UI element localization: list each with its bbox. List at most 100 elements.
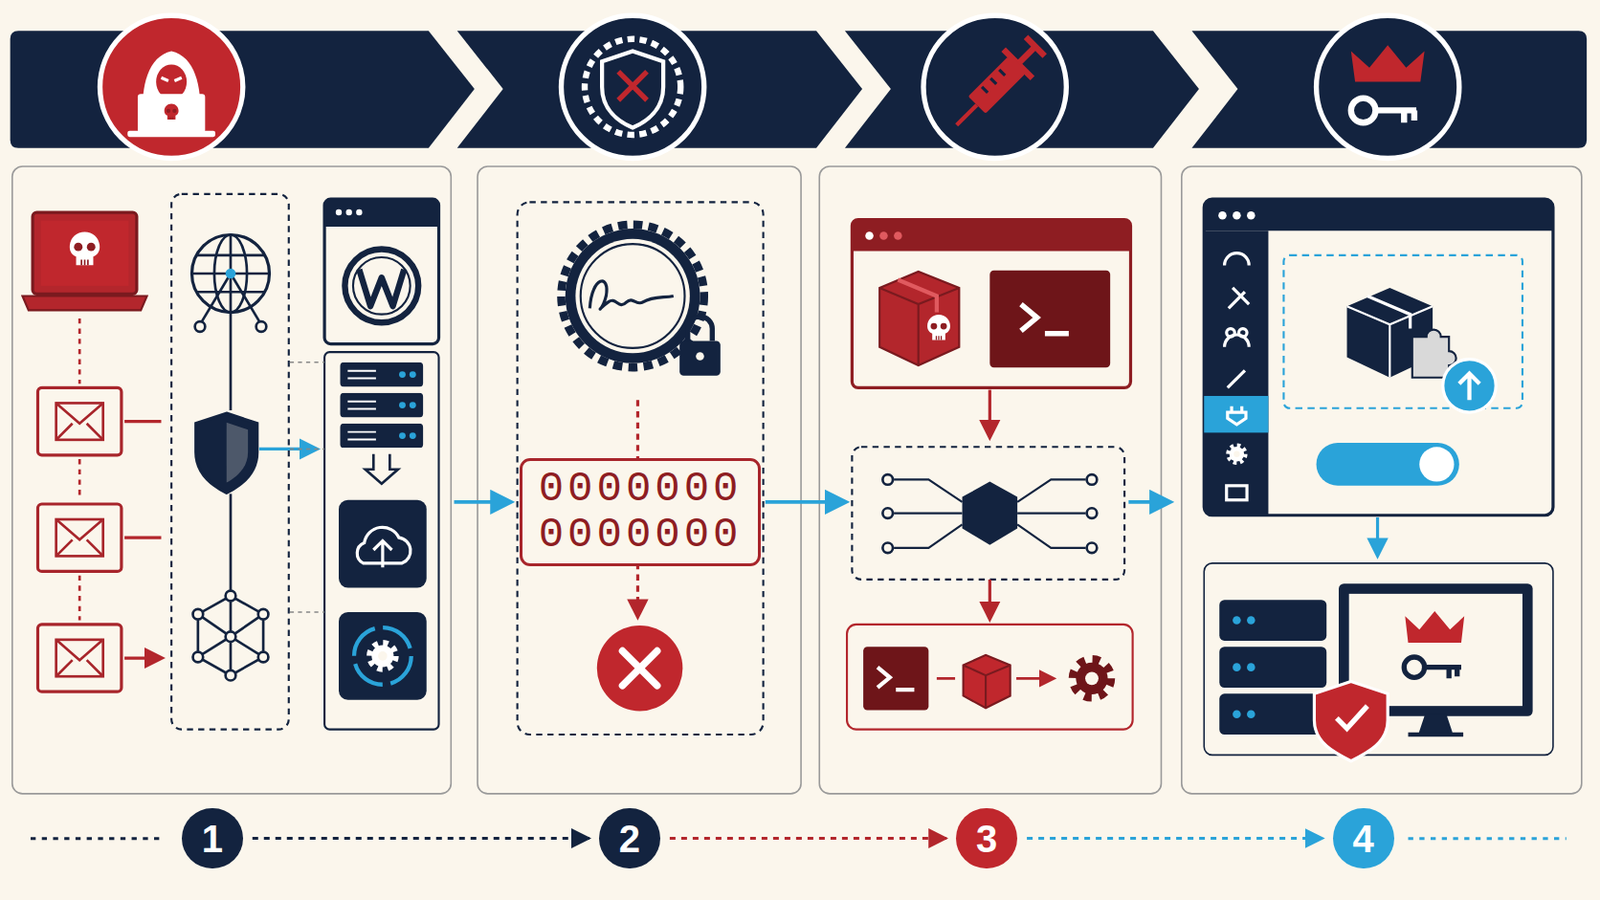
crown-key-icon — [1375, 110, 1417, 123]
step-number: 3 — [955, 808, 1018, 870]
signature-seal — [589, 281, 673, 310]
wordpress-site — [355, 209, 362, 216]
timeline-line — [30, 837, 164, 841]
network-column — [191, 235, 269, 313]
crown-key-icon — [1316, 15, 1460, 158]
malicious-payload — [893, 479, 1086, 548]
wordpress-site — [324, 352, 439, 731]
malicious-payload — [879, 288, 959, 366]
malicious-payload — [851, 220, 1131, 389]
step-number: 1 — [181, 808, 244, 870]
malicious-payload — [882, 474, 893, 486]
malicious-payload — [1087, 474, 1098, 486]
flow-arrow — [1128, 500, 1170, 505]
malicious-payload — [846, 220, 1134, 731]
network-column — [229, 493, 233, 592]
admin-dashboard — [1232, 211, 1242, 221]
admin-dashboard — [1246, 211, 1256, 221]
network-column — [225, 268, 237, 280]
admin-dashboard — [1203, 230, 1268, 516]
admin-dashboard — [1203, 199, 1554, 762]
panel-frame — [12, 166, 452, 795]
admin-dashboard — [1313, 682, 1388, 762]
crown-key-icon — [1351, 98, 1377, 124]
panel-frame — [12, 166, 1582, 795]
broken-shield-icon — [618, 71, 647, 101]
malicious-payload — [879, 271, 959, 366]
broken-shield-icon — [560, 15, 704, 158]
broken-shield-icon — [601, 51, 664, 129]
admin-dashboard — [1232, 710, 1242, 719]
network-column — [195, 321, 206, 333]
hacker-icon — [100, 15, 244, 158]
admin-dashboard — [1218, 211, 1227, 221]
panel-frame — [477, 166, 801, 795]
node-text: 1 — [201, 820, 223, 859]
infected-laptop — [32, 212, 137, 294]
admin-dashboard — [1224, 253, 1250, 501]
admin-dashboard — [1246, 663, 1256, 672]
network-column — [225, 591, 237, 602]
malicious-payload — [988, 579, 992, 620]
phishing-emails — [37, 318, 161, 692]
wordpress-site — [339, 362, 423, 388]
network-column — [196, 413, 258, 493]
signature-seal — [517, 201, 764, 735]
wordpress-site — [365, 454, 399, 485]
malicious-payload — [989, 270, 1111, 368]
admin-dashboard — [1219, 646, 1327, 689]
admin-dashboard — [1419, 446, 1454, 482]
syringe-icon — [942, 29, 1053, 140]
signature-seal — [679, 340, 721, 376]
syringe-icon — [955, 103, 978, 127]
wordpress-site — [324, 199, 439, 344]
malicious-payload — [1087, 543, 1098, 555]
malicious-payload — [1021, 304, 1069, 334]
admin-dashboard — [1376, 517, 1379, 556]
step-number: 2 — [599, 808, 661, 870]
admin-dashboard — [1228, 288, 1249, 309]
network-column — [193, 609, 204, 621]
admin-dashboard — [1224, 253, 1250, 267]
network-column — [256, 321, 267, 333]
admin-dashboard — [1227, 406, 1246, 425]
admin-dashboard — [1424, 667, 1462, 680]
network-column — [225, 670, 237, 682]
admin-dashboard — [1227, 445, 1245, 464]
malicious-payload — [893, 231, 903, 241]
admin-dashboard — [1246, 616, 1256, 625]
malicious-payload — [846, 624, 1134, 731]
flow-connector — [1026, 837, 1324, 841]
admin-dashboard — [1232, 663, 1242, 672]
flow-connector — [252, 837, 590, 841]
crown-key-icon — [1316, 15, 1460, 158]
hacker-icon — [127, 131, 216, 137]
wordpress-site — [369, 643, 396, 669]
malicious-payload — [865, 231, 874, 241]
hacker-icon — [155, 64, 187, 99]
admin-dashboard — [1227, 370, 1245, 388]
admin-dashboard — [1443, 359, 1496, 413]
hacker-icon — [160, 77, 181, 81]
binary-box: 0000000 0000000 — [519, 458, 761, 567]
admin-dashboard — [1203, 199, 1554, 231]
admin-dashboard — [1404, 611, 1465, 644]
signature-seal — [580, 244, 686, 349]
node-text: 3 — [976, 820, 998, 859]
syringe-icon — [981, 69, 1005, 93]
panel-frame — [1181, 166, 1582, 795]
broken-shield-icon — [584, 39, 681, 135]
admin-dashboard — [1226, 486, 1247, 501]
node-text: 0000000 0000000 — [538, 466, 743, 558]
phishing-emails — [37, 504, 121, 572]
malicious-payload — [851, 220, 1131, 252]
wordpress-site — [344, 248, 419, 323]
broken-shield-icon — [560, 15, 704, 158]
admin-dashboard — [1203, 199, 1554, 516]
phishing-emails — [124, 422, 161, 659]
admin-dashboard — [1336, 706, 1368, 729]
admin-dashboard — [1408, 716, 1465, 735]
